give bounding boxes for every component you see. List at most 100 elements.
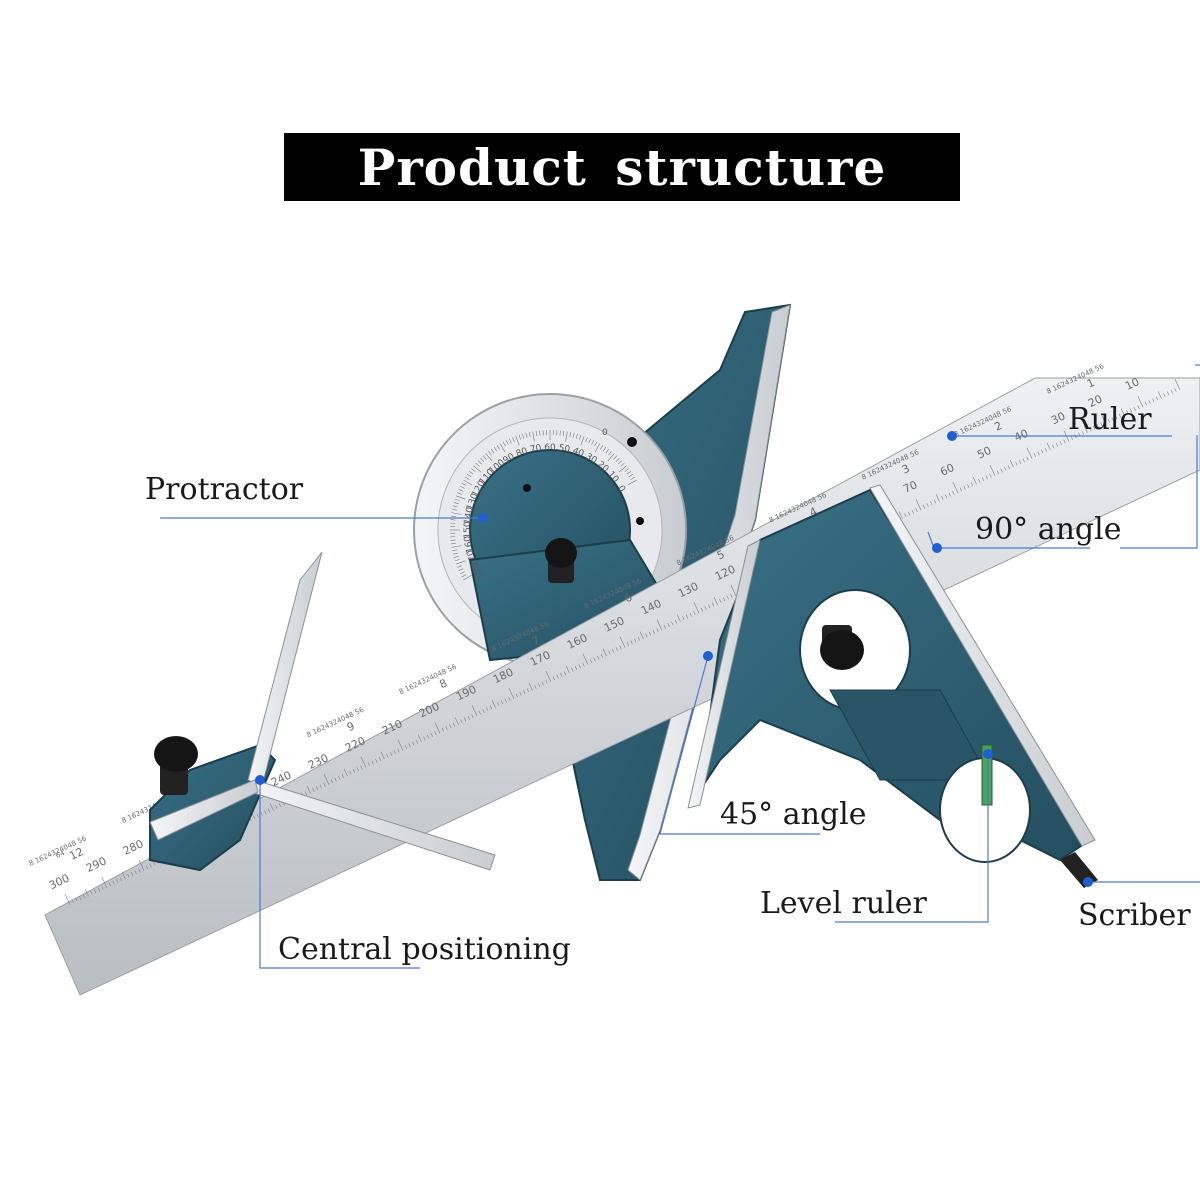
- ruler-tick: [1096, 424, 1099, 428]
- ruler-tick: [79, 896, 82, 900]
- ruler-tick: [75, 897, 78, 902]
- protractor-tick: [461, 482, 467, 486]
- protractor-tick: [480, 457, 485, 462]
- label-90-angle: 90° angle: [975, 512, 1122, 547]
- protractor-tick: [450, 542, 456, 545]
- ruler-tick: [393, 750, 396, 755]
- protractor-tick: [452, 508, 458, 511]
- ruler-tick: [713, 597, 718, 605]
- ruler-tick: [708, 604, 711, 609]
- ruler-tick: [504, 698, 507, 703]
- ruler-tick: [700, 607, 703, 612]
- ruler-tick: [667, 623, 670, 628]
- ruler-tick: [275, 805, 278, 809]
- page-title: Product structure: [357, 137, 887, 197]
- ruler-tick: [93, 889, 97, 894]
- ruler-tick: [375, 758, 378, 763]
- protractor-tick: [482, 455, 487, 460]
- ruler-tick: [269, 803, 274, 811]
- ruler-tick: [497, 702, 500, 706]
- ruler-tick-label: 290: [84, 854, 109, 875]
- protractor-tick: [518, 434, 521, 440]
- ruler-tick: [97, 887, 100, 892]
- protractor-tick: [465, 476, 470, 480]
- ruler-tick: [445, 726, 448, 731]
- ruler-tick: [1174, 387, 1177, 392]
- ruler-tick: [597, 655, 600, 660]
- ruler-tick: [486, 707, 489, 712]
- ruler-tick: [619, 645, 622, 650]
- ruler-tick: [593, 657, 596, 662]
- protractor-tick: [502, 441, 506, 447]
- ruler-tick: [1100, 422, 1103, 427]
- protractor-tick-label: 50: [558, 443, 571, 455]
- ruler-tick: [722, 597, 726, 602]
- ruler-tick: [441, 727, 444, 732]
- ruler-tick: [693, 611, 696, 616]
- ruler-tick: [656, 619, 663, 631]
- ruler-tick: [312, 787, 315, 792]
- ruler-tick: [730, 593, 733, 598]
- protractor-tick: [451, 512, 462, 515]
- label-45-angle: 45° angle: [720, 797, 867, 832]
- protractor-tick: [485, 453, 493, 462]
- ruler-tick: [1155, 396, 1159, 401]
- ruler-tick: [922, 504, 925, 509]
- ruler-tick: [423, 736, 426, 741]
- protractor-tick: [588, 438, 591, 444]
- ruler-tick: [952, 490, 955, 495]
- ruler-tick: [267, 808, 271, 813]
- ruler-tick: [685, 614, 689, 619]
- ruler-tick: [639, 631, 644, 640]
- ruler-tick: [1052, 444, 1055, 449]
- ruler-tick: [1111, 417, 1114, 422]
- ruler-tick: [972, 477, 977, 485]
- ruler-tick: [930, 501, 933, 506]
- leader-dots: [255, 431, 1093, 887]
- ruler-tick: [556, 674, 559, 679]
- ruler-tick: [304, 791, 308, 796]
- ruler-inch-label: 4: [807, 505, 819, 520]
- protractor-tick: [457, 565, 463, 568]
- protractor-tick-label: 60: [544, 443, 556, 453]
- ruler-tick: [537, 683, 541, 688]
- protractor-tick: [591, 439, 595, 445]
- ruler-tick: [948, 492, 951, 497]
- label-scriber: Scriber: [1078, 898, 1191, 933]
- ruler-tick: [116, 878, 119, 883]
- ruler-tick: [371, 760, 374, 765]
- protractor-tick: [490, 448, 495, 454]
- ruler-fine-end-label: 64: [55, 849, 67, 860]
- ruler-tick: [560, 672, 563, 677]
- protractor-tick: [600, 445, 604, 450]
- protractor-tick: [453, 502, 459, 505]
- ruler-tick: [1166, 391, 1170, 396]
- ruler-tick: [1148, 399, 1151, 404]
- ruler-tick: [1009, 459, 1014, 468]
- ruler-tick: [904, 513, 907, 518]
- protractor-tick: [452, 549, 458, 552]
- ruler-tick: [978, 478, 981, 483]
- ruler-tick: [352, 769, 356, 773]
- ruler-tick: [1118, 413, 1122, 418]
- protractor-tick: [499, 443, 506, 453]
- square-head: [687, 484, 1098, 888]
- ruler-tick: [565, 665, 570, 674]
- ruler-inch-label: 5: [715, 548, 727, 563]
- ruler-tick: [534, 684, 537, 689]
- ruler-tick: [648, 631, 652, 636]
- protractor-tick: [626, 470, 632, 475]
- ruler-tick: [127, 873, 130, 878]
- ruler-tick: [334, 777, 337, 782]
- protractor-tick: [457, 492, 463, 495]
- ruler-tick: [319, 784, 322, 789]
- protractor-tick: [628, 473, 634, 478]
- ruler-tick-label: 300: [47, 872, 72, 893]
- ruler-tick: [726, 595, 729, 600]
- ruler-tick: [1026, 447, 1033, 459]
- ruler-tick: [101, 885, 104, 890]
- ruler-tick: [1126, 410, 1129, 415]
- ruler-tick: [898, 511, 903, 519]
- protractor-tick: [515, 435, 520, 446]
- ruler-tick: [454, 717, 459, 725]
